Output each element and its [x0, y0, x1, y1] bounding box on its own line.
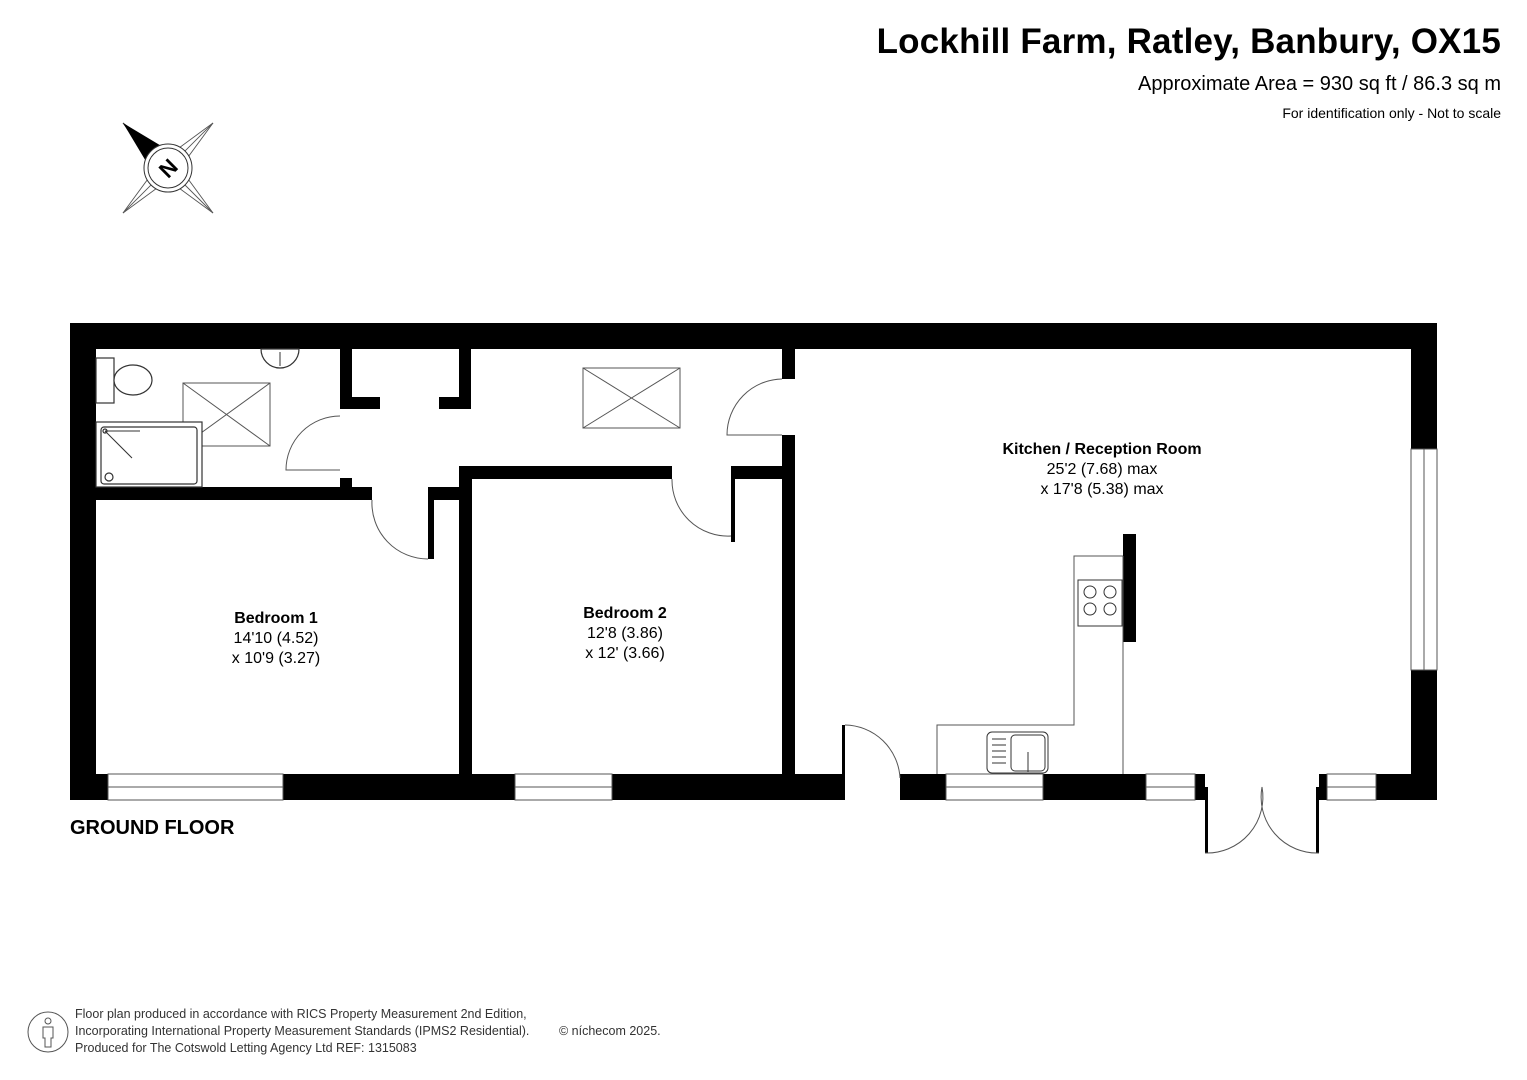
footer-line-1: Floor plan produced in accordance with R… [75, 1007, 527, 1021]
room-dimension-1: 14'10 (4.52) [233, 630, 319, 647]
room-name: Bedroom 2 [583, 605, 667, 622]
property-title: Lockhill Farm, Ratley, Banbury, OX15 [876, 22, 1501, 61]
room-dimension-2: x 10'9 (3.27) [231, 650, 321, 667]
room-name: Kitchen / Reception Room [1002, 441, 1202, 458]
room-dimension-2: x 17'8 (5.38) max [1040, 481, 1164, 498]
floor-label: GROUND FLOOR [70, 817, 235, 839]
room-bedroom-1: Bedroom 1 14'10 (4.52) x 10'9 (3.27) [232, 609, 320, 669]
person-measure-icon [27, 1011, 69, 1053]
room-dimension-1: 12'8 (3.86) [586, 625, 663, 642]
sink-icon [986, 731, 1049, 774]
scale-disclaimer: For identification only - Not to scale [1282, 105, 1501, 121]
room-name: Bedroom 1 [234, 610, 318, 627]
footer-credits: Floor plan produced in accordance with R… [75, 1006, 661, 1057]
room-bedroom-2: Bedroom 2 12'8 (3.86) x 12' (3.66) [583, 604, 667, 664]
footer-line-2: Incorporating International Property Mea… [75, 1024, 530, 1038]
room-dimension-1: 25'2 (7.68) max [1046, 461, 1158, 478]
footer-line-3: Produced for The Cotswold Letting Agency… [75, 1041, 417, 1055]
room-dimension-2: x 12' (3.66) [585, 645, 665, 662]
approximate-area: Approximate Area = 930 sq ft / 86.3 sq m [1138, 73, 1501, 95]
north-compass-icon: N [122, 122, 214, 214]
room-kitchen-reception: Kitchen / Reception Room 25'2 (7.68) max… [1002, 440, 1201, 500]
copyright: © níchecom 2025. [559, 1024, 661, 1038]
hob-icon [1077, 579, 1123, 627]
